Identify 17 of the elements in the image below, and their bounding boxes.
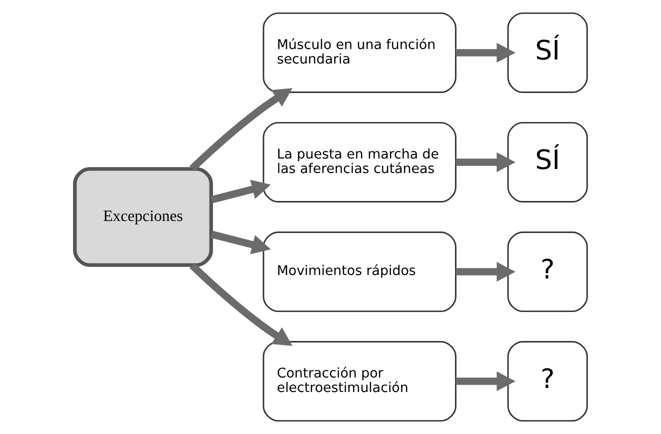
node-box: SÍ	[506, 122, 588, 203]
arrow	[210, 230, 270, 254]
arrow	[210, 180, 270, 204]
arrow	[455, 152, 515, 172]
node-box: Músculo en una función secundaria	[262, 12, 456, 93]
arrow	[455, 371, 516, 392]
arrow	[455, 262, 515, 282]
node-box: ?	[506, 341, 588, 422]
node-box: SÍ	[506, 12, 588, 93]
node-box: Excepciones	[72, 167, 212, 267]
node-box: ?	[506, 231, 588, 312]
arrow	[189, 88, 292, 172]
arrow	[455, 42, 516, 63]
node-box: La puesta en marcha de las aferencias cutáneas	[262, 122, 456, 203]
arrow	[189, 262, 292, 346]
node-box: Movimientos rápidos	[262, 231, 456, 312]
node-box: Contracción por electroestimulación	[262, 341, 456, 422]
